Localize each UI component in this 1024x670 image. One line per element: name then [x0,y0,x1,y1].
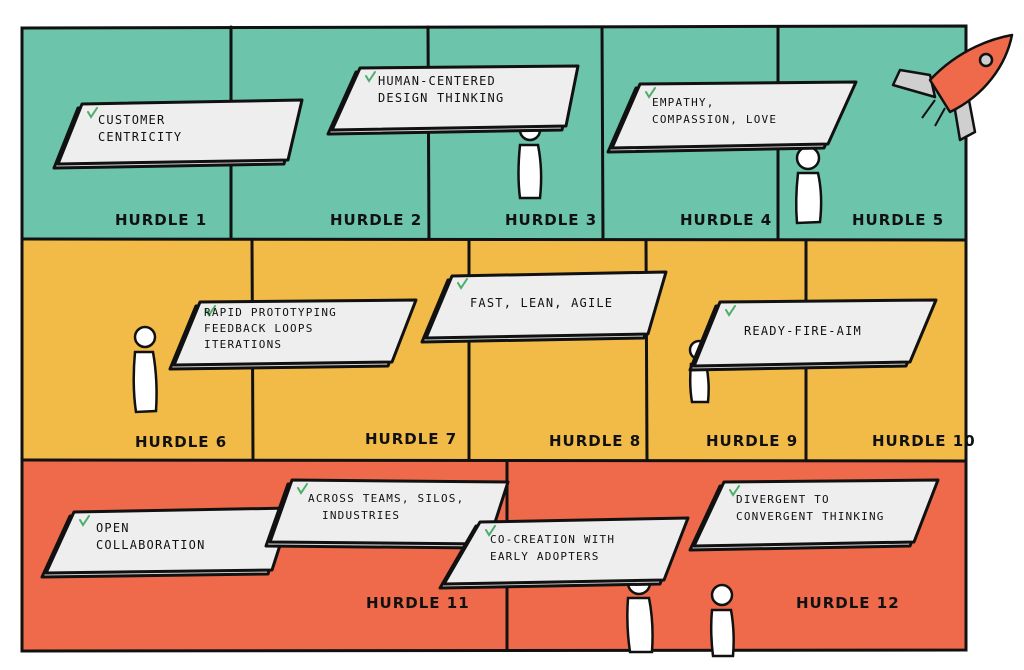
card-line: EMPATHY, [652,96,715,109]
card-line: DESIGN THINKING [378,91,505,105]
hurdle-label-5: HURDLE 5 [852,211,945,229]
hurdle-label-4: HURDLE 4 [680,211,773,229]
card-line: COLLABORATION [96,538,206,552]
card-text-5: FAST, LEAN, AGILE [470,295,613,312]
card-line: ITERATIONS [204,338,283,351]
card-text-4: RAPID PROTOTYPING FEEDBACK LOOPS ITERATI… [204,305,337,353]
board-border [20,24,968,653]
hurdle-label-11: HURDLE 11 [366,594,470,612]
person-icon [709,583,735,658]
card-line: OPEN [96,521,130,535]
card-fast-lean-agile [420,270,668,344]
card-open-collaboration [40,506,294,579]
card-line: CO-CREATION WITH [490,533,616,546]
card-text-8: ACROSS TEAMS, SILOS, INDUSTRIES [308,490,464,524]
hurdle-label-8: HURDLE 8 [549,432,642,450]
row-divider [20,237,968,242]
card-line: FAST, LEAN, AGILE [470,296,614,310]
card-line: COMPASSION, LOVE [652,113,778,126]
card-line: FEEDBACK LOOPS [204,322,314,335]
hurdle-label-9: HURDLE 9 [706,432,799,450]
rocket-icon [891,33,1014,142]
card-line: INDUSTRIES [322,509,401,522]
person-icon [132,325,158,414]
card-text-7: OPEN COLLABORATION [96,520,206,554]
card-human-centered [326,64,580,136]
card-ready-fire-aim [688,298,938,372]
row-divider [20,458,968,463]
card-text-10: DIVERGENT TO CONVERGENT THINKING [736,491,885,525]
card-empathy [606,80,858,154]
check-marks [79,71,740,537]
card-line: CONVERGENT THINKING [736,510,885,523]
card-text-3: EMPATHY, COMPASSION, LOVE [652,94,777,128]
card-rapid-prototyping [168,298,418,371]
card-across-teams [264,478,510,550]
hurdle-label-7: HURDLE 7 [365,430,458,448]
card-customer-centricity [52,98,304,170]
card-line: EARLY ADOPTERS [490,550,600,563]
person-icon [794,145,823,225]
card-line: HUMAN-CENTERED [378,74,496,88]
hurdle-label-3: HURDLE 3 [505,211,598,229]
card-text-1: CUSTOMER CENTRICITY [98,112,182,146]
card-line: ACROSS TEAMS, SILOS, [308,492,465,505]
card-line: DIVERGENT TO [736,493,830,506]
hurdle-label-12: HURDLE 12 [796,594,900,612]
hurdle-label-1: HURDLE 1 [115,211,208,229]
card-co-creation [438,516,690,590]
card-text-2: HUMAN-CENTERED DESIGN THINKING [378,73,504,107]
card-line: CENTRICITY [98,130,183,144]
column-divider [600,25,605,241]
card-text-9: CO-CREATION WITH EARLY ADOPTERS [490,531,615,565]
hurdle-label-2: HURDLE 2 [330,211,423,229]
card-divergent [688,478,940,552]
hurdle-label-10: HURDLE 10 [872,432,976,450]
card-text-6: READY-FIRE-AIM [744,323,862,340]
card-line: RAPID PROTOTYPING [204,306,337,319]
hurdle-label-6: HURDLE 6 [135,433,228,451]
card-line: CUSTOMER [98,113,166,127]
card-line: READY-FIRE-AIM [744,324,862,338]
